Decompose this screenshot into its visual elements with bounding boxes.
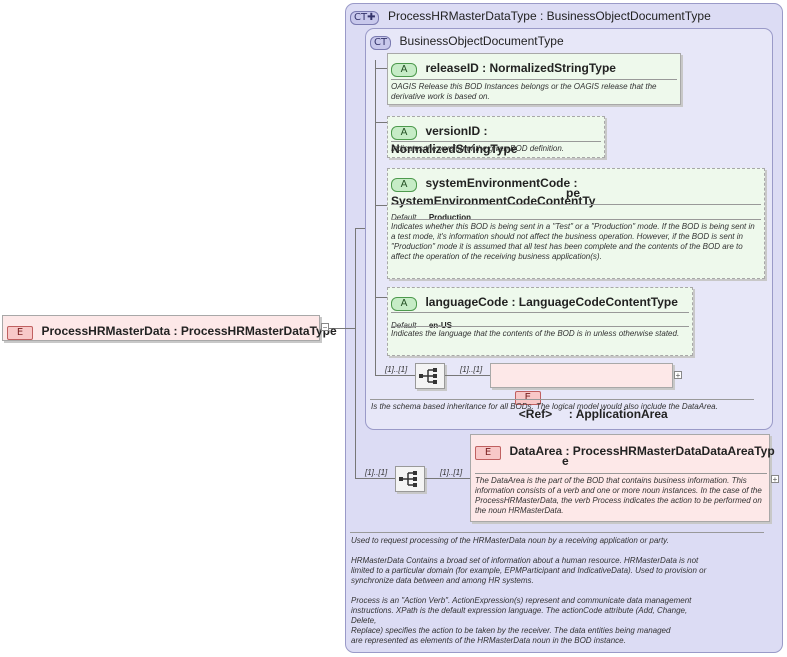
outer-doc-line: Replace) specifies the action to be take… (351, 626, 671, 635)
attribute-title: releaseID : NormalizedStringType (425, 61, 616, 75)
connector (329, 328, 355, 329)
attribute-doc: Indicates the language that the contents… (391, 329, 680, 338)
sequence-compositor[interactable] (415, 363, 445, 389)
attribute-icon: A (391, 63, 417, 77)
outer-doc-line: Used to request processing of the HRMast… (351, 536, 669, 545)
divider (391, 141, 601, 142)
attribute-language-code[interactable]: A languageCode : LanguageCodeContentType… (387, 287, 693, 356)
outer-type-header: CT✚ ProcessHRMasterDataType : BusinessOb… (350, 7, 711, 25)
root-element-title: ProcessHRMasterData : ProcessHRMasterDat… (41, 324, 337, 338)
element-application-area[interactable]: E <Ref> : ApplicationArea (490, 363, 673, 421)
attribute-icon: A (391, 297, 417, 311)
connector (375, 205, 387, 206)
cardinality-label: [1]..[1] (385, 365, 408, 374)
default-label: Default (391, 321, 417, 330)
connector (445, 375, 490, 376)
outer-doc-line: are represented as elements of the HRMas… (351, 636, 626, 645)
attribute-icon: A (391, 178, 417, 192)
outer-doc-line: instructions. XPath is the default expre… (351, 606, 688, 615)
inner-connector-vertical (375, 60, 376, 375)
element-title: DataArea : ProcessHRMasterDataDataAreaTy… (509, 444, 775, 458)
element-title-continued: e (562, 454, 569, 468)
divider (391, 79, 677, 80)
complex-type-icon: CT (370, 36, 392, 50)
attribute-title: versionID : NormalizedStringType (391, 124, 518, 156)
outer-doc-line (351, 546, 771, 556)
outer-doc-line (351, 586, 771, 596)
attribute-system-environment-code[interactable]: A systemEnvironmentCode : SystemEnvironm… (387, 168, 765, 279)
root-element[interactable]: E ProcessHRMasterData : ProcessHRMasterD… (2, 315, 337, 341)
outer-doc-line: Process is an "Action Verb". ActionExpre… (351, 596, 692, 605)
outer-type-title: ProcessHRMasterDataType : BusinessObject… (387, 9, 711, 23)
divider (350, 532, 764, 533)
element-icon: E (7, 326, 33, 340)
connector (355, 478, 395, 479)
expand-toggle[interactable]: + (674, 371, 682, 380)
attribute-doc: OAGIS Release this BOD Instances belongs… (391, 82, 657, 101)
complex-type-icon: CT✚ (350, 11, 380, 25)
element-doc: The DataArea is the part of the BOD that… (475, 476, 762, 515)
default-value: en-US (428, 321, 452, 330)
cardinality-label: [1]..[1] (365, 468, 388, 477)
attribute-version-id[interactable]: A versionID : NormalizedStringType Indic… (387, 116, 605, 158)
attribute-icon: A (391, 126, 417, 140)
outer-doc-line: Delete, (351, 616, 377, 625)
inner-type-header: CT BusinessObjectDocumentType (370, 32, 564, 50)
attribute-title: languageCode : LanguageCodeContentType (425, 295, 678, 309)
connector (375, 375, 415, 376)
attribute-doc: Indicates the version of the given BOD d… (391, 144, 564, 153)
attribute-release-id[interactable]: A releaseID : NormalizedStringType OAGIS… (387, 53, 681, 105)
outer-connector-vertical (355, 228, 356, 478)
sequence-compositor[interactable] (395, 466, 425, 492)
element-title: <Ref> : ApplicationArea (518, 407, 668, 421)
attribute-doc: Indicates whether this BOD is being sent… (391, 222, 755, 261)
divider (391, 312, 689, 313)
inner-type-title: BusinessObjectDocumentType (399, 34, 564, 48)
sequence-icon (419, 368, 437, 384)
outer-doc-line: HRMasterData Contains a broad set of inf… (351, 556, 699, 565)
outer-type-doc: Used to request processing of the HRMast… (351, 536, 771, 646)
outer-doc-line: synchronize data between and among HR sy… (351, 576, 534, 585)
inner-type-doc: Is the schema based inheritance for all … (371, 402, 718, 411)
element-icon: E (475, 446, 501, 460)
outer-doc-line: limited to a particular domain (for exam… (351, 566, 707, 575)
sequence-icon (399, 471, 417, 487)
cardinality-label: [1]..[1] (440, 468, 463, 477)
connector (375, 122, 387, 123)
connector (375, 68, 387, 69)
connector (375, 297, 387, 298)
connector (425, 478, 470, 479)
expand-toggle[interactable]: + (771, 475, 779, 484)
collapse-toggle[interactable]: − (321, 323, 329, 332)
default-label: Default (391, 213, 417, 222)
divider (370, 399, 754, 400)
default-value: Production (428, 213, 472, 222)
element-data-area[interactable]: E DataArea : ProcessHRMasterDataDataArea… (470, 434, 775, 522)
divider (475, 473, 767, 474)
divider (391, 326, 689, 327)
connector (355, 228, 365, 229)
divider (391, 219, 761, 220)
cardinality-label: [1]..[1] (460, 365, 483, 374)
attribute-title-continued: pe (566, 186, 581, 200)
divider (391, 204, 761, 205)
